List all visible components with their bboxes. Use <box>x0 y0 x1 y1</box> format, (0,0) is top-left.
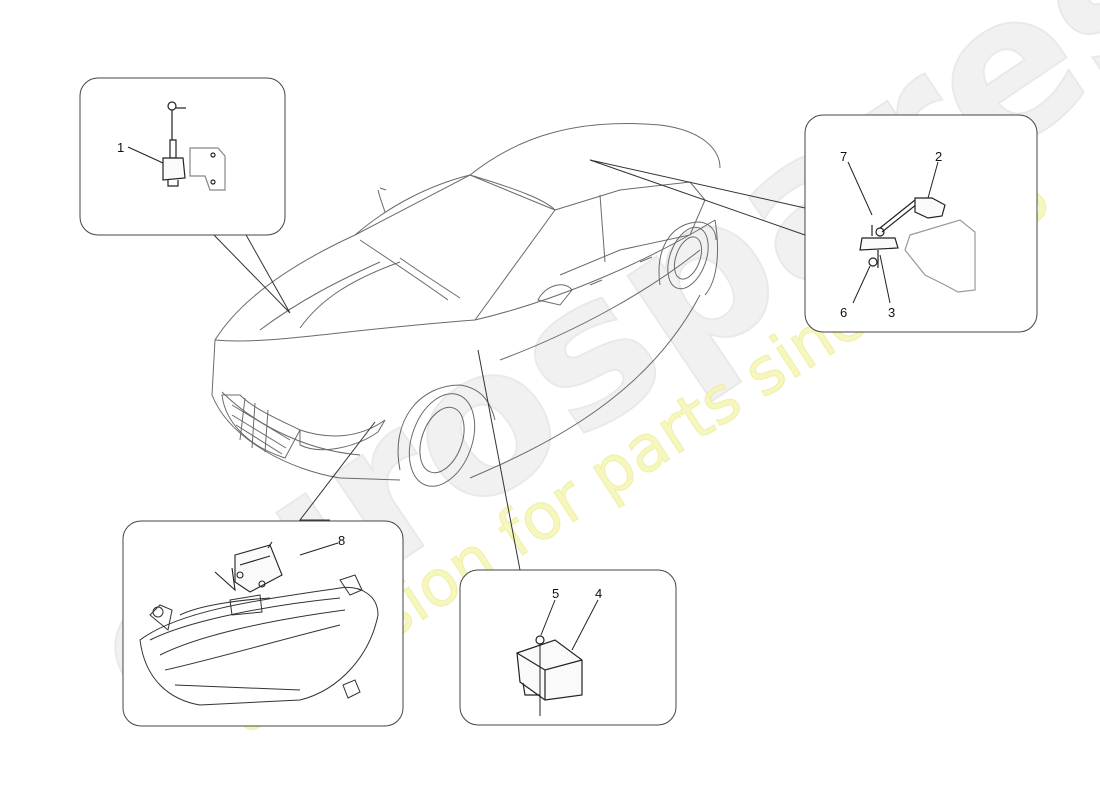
detail-box-1 <box>79 77 286 236</box>
callout-4: 4 <box>595 586 602 601</box>
headlight-module-part <box>214 541 283 593</box>
callout-6: 6 <box>840 305 847 320</box>
height-sensor-part <box>162 101 226 191</box>
callout-1: 1 <box>117 140 124 155</box>
control-unit-part <box>516 635 583 716</box>
callout-3: 3 <box>888 305 895 320</box>
callout-8: 8 <box>338 533 345 548</box>
detail-box-3 <box>122 520 404 727</box>
detail-box-2 <box>804 114 1038 333</box>
car-illustration <box>211 122 721 487</box>
callout-7: 7 <box>840 149 847 164</box>
headlight-unit-part <box>139 574 379 706</box>
callout-5: 5 <box>552 586 559 601</box>
callout-labels: 1 2 3 4 5 6 7 8 <box>117 140 942 601</box>
callout-2: 2 <box>935 149 942 164</box>
detail-box-4 <box>459 569 677 726</box>
rear-sensor-part <box>859 197 976 293</box>
